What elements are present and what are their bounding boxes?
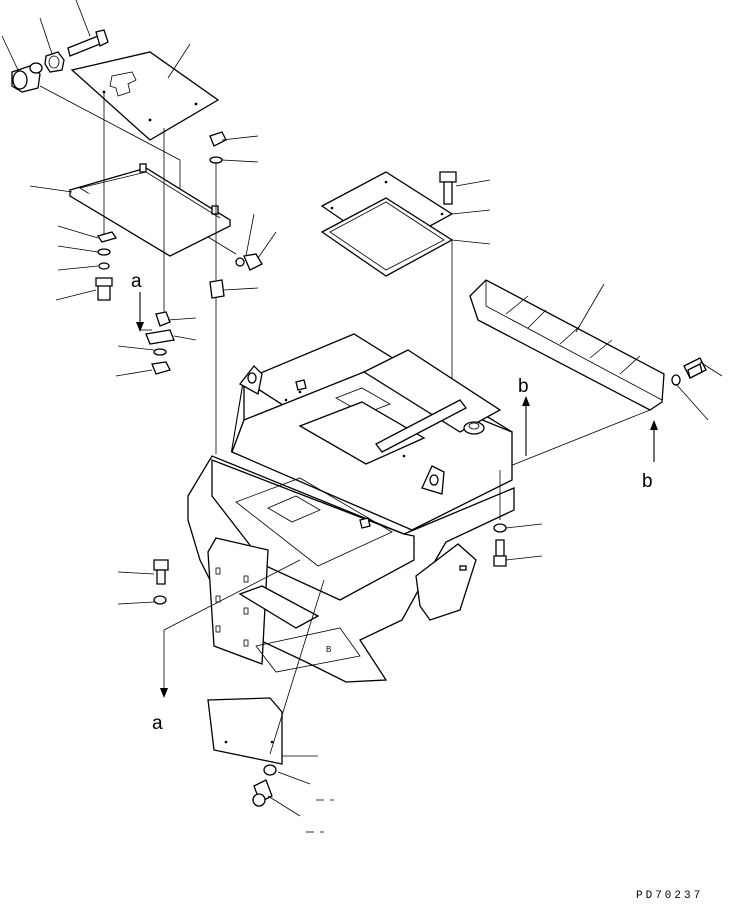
bottom-cover-plate — [207, 579, 334, 833]
drawing-code: PD70237 — [636, 890, 703, 902]
frame-tray — [29, 163, 232, 257]
right-top-covers — [320, 171, 491, 412]
left-lower-bolt: a — [117, 559, 301, 734]
view-a-detail: a — [115, 271, 197, 377]
top-left-bolt-group — [1, 0, 109, 93]
view-label-a-top: a — [131, 271, 142, 292]
main-hull-body: B — [187, 333, 515, 683]
side-panel — [207, 537, 361, 673]
hull-mark: B — [326, 645, 331, 654]
top-cover-plate — [70, 43, 220, 141]
view-label-b-bottom: b — [642, 471, 653, 492]
view-label-a-bottom: a — [152, 713, 163, 734]
left-fastener-stack — [55, 225, 118, 301]
view-b-detail: b b — [499, 376, 658, 492]
center-fastener-chain — [209, 131, 277, 454]
view-label-b-top: b — [518, 376, 529, 397]
side-skirt — [469, 279, 723, 421]
right-lower-bolt — [493, 470, 543, 567]
